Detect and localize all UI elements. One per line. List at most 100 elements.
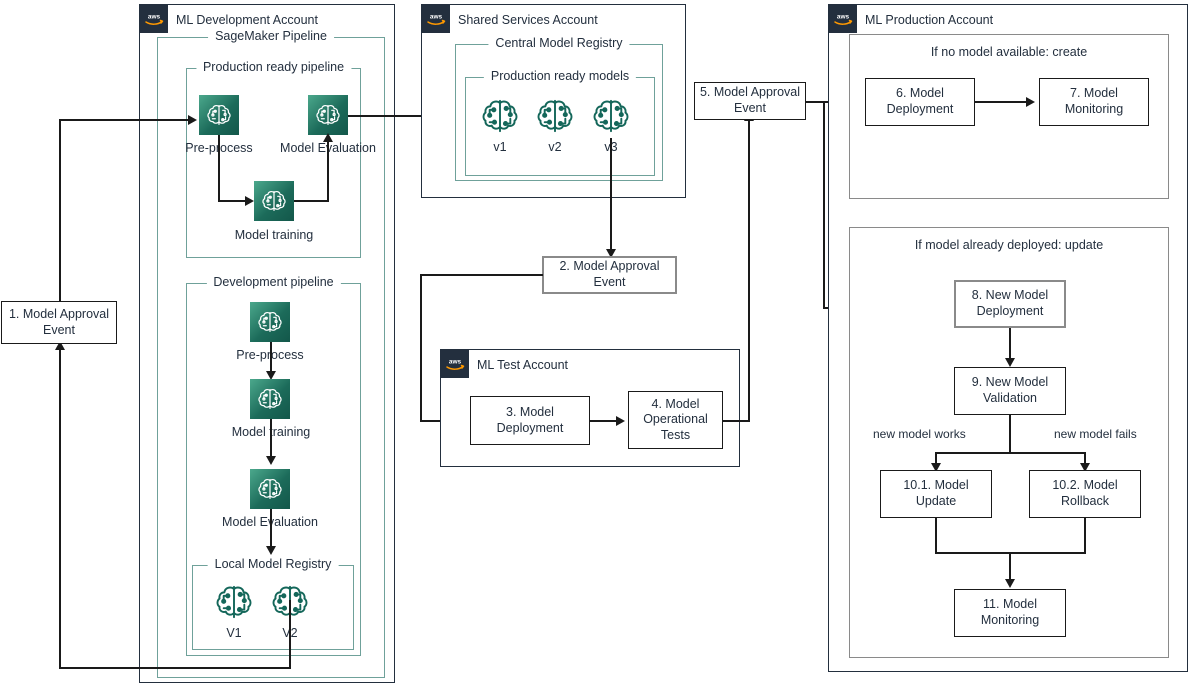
connector [270,342,272,378]
group-development-pipeline: Development pipeline [186,275,361,656]
arrowhead [606,249,616,258]
frame-if-no-model-available-create: If no model available: create [849,34,1169,199]
sagemaker-brain-icon [250,379,290,419]
arrowhead [1026,97,1035,107]
connector [975,101,1029,103]
node-8-new-model-deployment[interactable]: 8. New Model Deployment [954,280,1066,328]
arrowhead [616,416,625,426]
group-title: Local Model Registry [207,557,339,571]
connector [289,600,291,668]
connector [1084,452,1086,469]
connector [59,119,191,121]
svg-text:aws: aws [837,14,850,21]
connector [420,274,422,421]
connector [1009,328,1011,364]
group-production-ready-models: Production ready models [465,69,655,176]
connector [218,200,248,202]
connector [270,419,272,463]
arrowhead [1080,463,1090,472]
account-title: ML Development Account [176,13,318,27]
connector [59,120,61,302]
connector [348,115,461,117]
group-central-model-registry: Central Model Registry [455,36,663,181]
account-title: ML Test Account [477,358,569,372]
connector [327,141,329,201]
connector [270,509,272,553]
step-label-pre-process: Pre-process [227,348,313,362]
svg-text:aws: aws [449,359,462,366]
sagemaker-brain-icon [250,469,290,509]
group-title: Central Model Registry [488,36,630,50]
model-brain-icon [478,94,522,138]
connector [218,135,220,201]
arrowhead [266,456,276,465]
arrowhead [266,546,276,555]
frame-title: If no model available: create [930,45,1088,59]
node-11-model-monitoring[interactable]: 11. Model Monitoring [954,589,1066,637]
connector [294,200,329,202]
account-title: ML Production Account [865,13,994,27]
aws-logo-icon: aws [829,5,857,33]
sagemaker-brain-icon [250,302,290,342]
model-version-label: v1 [493,140,507,154]
node-10-2-model-rollback[interactable]: 10.2. Model Rollback [1029,470,1141,518]
group-title: Production ready models [483,69,637,83]
model-brain-icon [533,94,577,138]
connector [1009,415,1011,453]
frame-title: If model already deployed: update [914,238,1104,252]
edge-label-new-model-works: new model works [873,427,966,441]
svg-text:aws: aws [430,14,443,21]
sagemaker-brain-icon [254,181,294,221]
node-6-model-deployment[interactable]: 6. Model Deployment [865,78,975,126]
svg-text:aws: aws [148,14,161,21]
arrowhead [188,115,197,125]
arrowhead [55,341,65,350]
connector [420,274,543,276]
connector [59,667,291,669]
arrowhead [245,196,254,206]
connector [748,120,750,420]
aws-logo-icon: aws [441,350,469,378]
node-10-1-model-update[interactable]: 10.1. Model Update [880,470,992,518]
node-9-new-model-validation[interactable]: 9. New Model Validation [954,367,1066,415]
arrowhead [323,133,333,142]
arrowhead [931,463,941,472]
model-version-label: v2 [548,140,562,154]
model-brain-icon [589,94,633,138]
node-4-model-operational-tests[interactable]: 4. Model Operational Tests [628,391,723,449]
sagemaker-brain-icon [199,95,239,135]
node-2-model-approval-event[interactable]: 2. Model Approval Event [542,256,677,294]
group-sagemaker-pipeline: SageMaker Pipeline [157,29,385,678]
connector [823,101,825,308]
connector [1084,518,1086,554]
step-label-model-training: Model training [234,228,314,242]
frame-if-model-already-deployed-update: If model already deployed: update [849,227,1169,658]
sagemaker-brain-icon [308,95,348,135]
connector [610,138,612,256]
node-7-model-monitoring[interactable]: 7. Model Monitoring [1039,78,1149,126]
arrowhead [266,371,276,380]
connector [723,420,750,422]
model-version-label: V1 [226,626,242,640]
connector [59,348,61,668]
group-local-model-registry: Local Model Registry [192,557,354,650]
edge-label-new-model-fails: new model fails [1054,427,1137,441]
group-title: Development pipeline [206,275,341,289]
arrowhead [1005,358,1015,367]
model-brain-icon [212,580,256,624]
connector [935,452,937,469]
aws-logo-icon: aws [422,5,450,33]
group-production-ready-pipeline: Production ready pipeline [186,60,361,258]
node-1-model-approval-event[interactable]: 1. Model Approval Event [1,301,117,344]
model-brain-icon [268,580,312,624]
connector [935,518,937,554]
aws-logo-icon: aws [140,5,168,33]
account-title: Shared Services Account [458,13,598,27]
group-title: SageMaker Pipeline [208,29,334,43]
group-title: Production ready pipeline [195,60,352,74]
connector [935,452,1085,454]
connector [590,420,618,422]
node-3-model-deployment[interactable]: 3. Model Deployment [470,396,590,445]
node-5-model-approval-event[interactable]: 5. Model Approval Event [694,82,806,120]
